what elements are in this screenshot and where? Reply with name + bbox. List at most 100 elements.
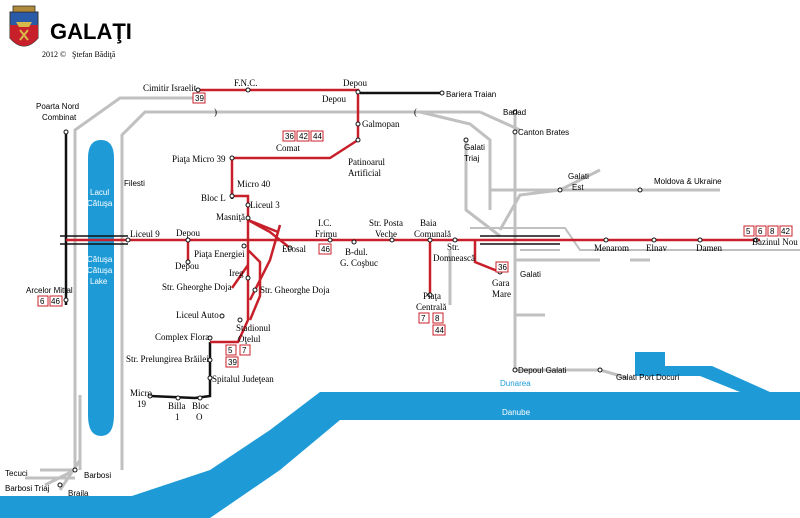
label-str-posta-2: Veche <box>375 229 397 239</box>
label-bloc-l: Bloc L <box>201 193 226 203</box>
label-barlad: Barlad <box>503 108 526 117</box>
label-str-posta-1: Str. Posta <box>369 218 403 228</box>
label-liceul-9: Liceul 9 <box>130 229 160 239</box>
label-str-domneasca-1: Str. <box>447 242 459 252</box>
label-filesti: Filesti <box>124 179 145 188</box>
label-galati-triaj-1: Galati <box>464 143 485 152</box>
label-elnav: Elnav <box>646 243 667 253</box>
label-masnita: Masniţă <box>216 212 245 222</box>
label-piata-centrala-2: Centrală <box>416 302 447 312</box>
label-micro-40: Micro 40 <box>237 179 271 189</box>
label-bariera-traian: Bariera Traian <box>446 90 496 99</box>
label-baia-1: Baia <box>420 218 437 228</box>
label-galati-est-2: Est <box>572 183 584 192</box>
lake-label-2: Cătuşa <box>87 199 113 208</box>
rail-crossings <box>60 235 560 245</box>
author-name: Ştefan Bădiţă <box>72 50 116 59</box>
label-tecuci: Tecuci <box>5 469 28 478</box>
routes-ic-frimu: 46 <box>318 243 332 255</box>
label-arcelor-mittal: Arcelor Mittal <box>26 286 73 295</box>
sereth-label: Sereth <box>162 507 186 516</box>
route-number: 44 <box>435 326 444 335</box>
label-damen: Damen <box>696 243 722 253</box>
copyright-year: 2012 © <box>42 50 66 59</box>
label-depou-west: Depou <box>176 228 200 238</box>
route-number: 46 <box>321 245 330 254</box>
label-depou-top: Depou <box>343 78 367 88</box>
route-number: 5 <box>228 346 233 355</box>
label-comat: Comat <box>276 143 300 153</box>
label-galati-port-docuri: Galati Port Docuri <box>616 373 679 382</box>
label-braila: Braila <box>68 489 89 498</box>
label-bloc-o-2: O <box>196 412 203 422</box>
lake-label-5: Lake <box>90 277 108 286</box>
label-billa-1: Billa <box>168 401 186 411</box>
label-ic-frimu-2: Frimu <box>315 229 338 239</box>
label-cimitir-israelit: Cimitir Israelit <box>143 83 197 93</box>
routes-bazinul: 5 6 8 42 <box>743 225 793 237</box>
route-number: 8 <box>435 314 440 323</box>
label-canton-brates: Canton Brates <box>518 128 569 137</box>
label-barbosi-triaj: Barbosi Triaj <box>5 484 50 493</box>
route-number: 42 <box>781 227 790 236</box>
label-complex-flora: Complex Flora <box>155 332 209 342</box>
label-galati: Galati <box>520 270 541 279</box>
label-menarom: Menarom <box>594 243 629 253</box>
route-number: 36 <box>285 132 294 141</box>
route-number-boxes: 39 36 42 44 46 5 6 8 42 36 <box>37 92 793 368</box>
label-billa-2: 1 <box>175 412 180 422</box>
label-galati-triaj-2: Triaj <box>464 154 479 163</box>
label-bdul-1: B-dul. <box>345 247 368 257</box>
label-bazinul-nou: Bazinul Nou <box>752 237 798 247</box>
route-number: 6 <box>40 297 45 306</box>
label-bdul-2: G. Coşbuc <box>340 258 378 268</box>
routes-gara: 36 <box>495 261 509 273</box>
label-liceul-3: Liceul 3 <box>250 200 280 210</box>
label-paren-open: ) <box>214 107 217 117</box>
label-stadionul-1: Stadionul <box>236 323 271 333</box>
tram-lines <box>66 88 760 344</box>
lake-label-1: Lacul <box>90 188 109 197</box>
label-fnc: F.N.C. <box>234 78 258 88</box>
catusa-lake <box>88 140 114 436</box>
label-piata-micro-39: Piaţa Micro 39 <box>172 154 226 164</box>
label-gara-1: Gara <box>492 278 510 288</box>
route-number: 8 <box>770 227 775 236</box>
route-number: 39 <box>195 94 204 103</box>
route-number: 44 <box>313 132 322 141</box>
route-number: 36 <box>498 263 507 272</box>
route-number: 6 <box>758 227 763 236</box>
lake-label-4: Cătuşa <box>87 266 113 275</box>
siret-label: Siret <box>162 486 179 495</box>
label-gheorghe-doja-east: Str. Gheorghe Doja <box>260 285 330 295</box>
station-labels: Cimitir Israelit F.N.C. Depou Depou Bari… <box>5 78 798 498</box>
label-barbosi: Barbosi <box>84 471 111 480</box>
route-number: 7 <box>242 346 247 355</box>
label-liceul-auto: Liceul Auto <box>176 310 219 320</box>
danube-label: Danube <box>502 408 531 417</box>
label-galati-est-1: Galati <box>568 172 589 181</box>
label-str-domneasca-2: Domnească <box>433 253 475 263</box>
label-micro-19-2: 19 <box>137 399 147 409</box>
label-ireg: Ireg <box>229 268 244 278</box>
label-str-prelungirea-brailei: Str. Prelungirea Brăilei <box>126 354 209 364</box>
label-gheorghe-doja-west: Str. Gheorghe Doja <box>162 282 232 292</box>
route-number: 5 <box>746 227 751 236</box>
label-gara-2: Mare <box>492 289 511 299</box>
label-paren-close: ( <box>414 107 417 117</box>
label-poarta-nord: Poarta Nord <box>36 102 79 111</box>
routes-piata-centrala: 7 8 44 <box>418 312 446 336</box>
routes-comat: 36 42 44 <box>282 130 324 142</box>
railway-lines <box>25 96 720 491</box>
dunarea-label: Dunarea <box>500 379 531 388</box>
label-piata-energiei: Piaţa Energiei <box>194 249 245 259</box>
route-number: 46 <box>51 297 60 306</box>
routes-arcelor: 6 46 <box>37 295 63 307</box>
label-stadionul-2: Oţelul <box>238 334 261 344</box>
label-depou-top-2: Depou <box>322 94 346 104</box>
routes-stadionul: 5 7 39 <box>225 344 251 368</box>
label-bloc-o-1: Bloc <box>192 401 209 411</box>
route-number: 42 <box>299 132 308 141</box>
danube-river <box>0 352 800 518</box>
